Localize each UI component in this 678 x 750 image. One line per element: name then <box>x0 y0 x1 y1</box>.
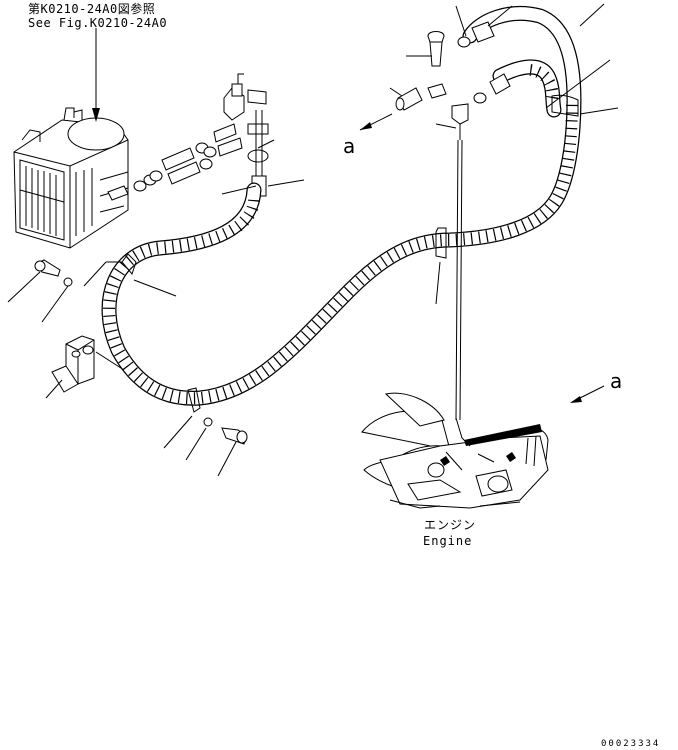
engine-label-japanese: エンジン <box>424 518 477 532</box>
hose-clamps-and-tubes <box>133 73 269 197</box>
view-marker-right: a <box>610 369 623 393</box>
bolt-lower <box>203 417 248 445</box>
engine-illustration <box>361 392 549 509</box>
upper-right-fittings <box>395 21 511 140</box>
bolt-upper <box>34 259 73 287</box>
drawing-number: 00023334 <box>601 739 661 749</box>
engine-cable <box>455 139 459 421</box>
hose-bracket <box>51 335 95 393</box>
view-marker-left: a <box>343 134 356 158</box>
engine-label-english: Engine <box>423 534 473 548</box>
reference-note-english: See Fig.K0210-24A0 <box>28 16 168 30</box>
callout-leaders <box>7 3 619 477</box>
heater-grille <box>19 159 65 241</box>
view-arrow-left <box>359 113 393 131</box>
engine-cable-outer <box>459 139 463 421</box>
heater-unit <box>13 107 129 249</box>
reference-arrowhead <box>92 108 100 122</box>
heater-hose-assembly <box>101 5 582 413</box>
view-arrow-right <box>570 385 605 403</box>
reference-note-japanese: 第K0210-24A0図参照 <box>28 2 156 16</box>
